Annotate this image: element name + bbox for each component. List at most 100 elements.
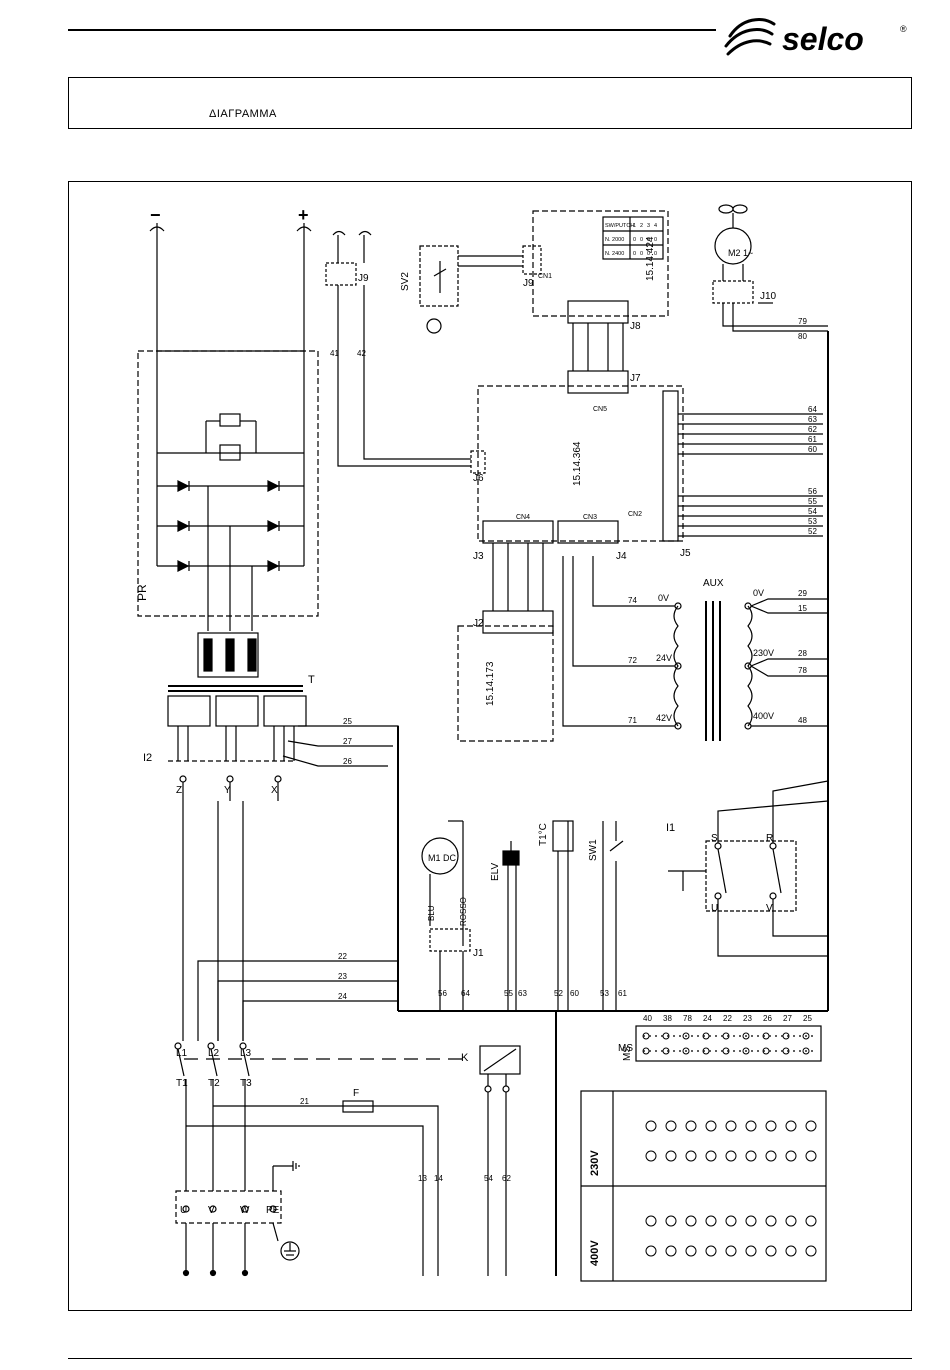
label-aux: AUX — [703, 578, 724, 589]
wire-label: 53 — [600, 989, 609, 998]
selector-i2 — [168, 760, 293, 1041]
terminal-screw — [785, 1150, 797, 1162]
label-pr: PR — [135, 584, 149, 601]
wire-label: 54 — [484, 1174, 493, 1183]
terminal-screw — [745, 1245, 757, 1257]
wire-label: 56 — [808, 487, 817, 496]
cn-label: CN4 — [516, 514, 530, 521]
thermostat-t1c — [552, 820, 574, 1011]
footer-rule — [68, 1358, 912, 1359]
terminal-screw — [745, 1215, 757, 1227]
terminal-screw — [705, 1150, 717, 1162]
label-t3: T3 — [240, 1078, 252, 1089]
terminal-screw — [665, 1120, 677, 1132]
wire-label: 61 — [808, 435, 817, 444]
table-cell: 0 — [640, 237, 643, 243]
transformer-t — [167, 611, 307, 761]
mains-input — [174, 1042, 468, 1276]
terminal-screw — [805, 1120, 817, 1132]
wire-label: 56 — [438, 989, 447, 998]
label-i2: I2 — [143, 752, 152, 764]
terminal-screw — [665, 1150, 677, 1162]
contactor-k — [479, 1045, 521, 1276]
terminal-screw — [782, 1047, 790, 1055]
table-head: 3 — [647, 223, 650, 229]
table-cell: 0 — [633, 237, 636, 243]
label-rosso: ROSSO — [459, 897, 468, 926]
cn-label: CN3 — [583, 514, 597, 521]
label-sv2: SV2 — [400, 272, 411, 291]
terminal-screw — [725, 1150, 737, 1162]
label-plus: + — [298, 205, 309, 225]
wire-label: 23 — [338, 972, 347, 981]
terminal-screw — [725, 1120, 737, 1132]
terminal-screw — [662, 1047, 670, 1055]
wire-label: 52 — [808, 527, 817, 536]
terminal-screw — [765, 1120, 777, 1132]
label-z: Z — [176, 785, 182, 796]
terminal-screw — [642, 1032, 650, 1040]
wire-label: 28 — [798, 649, 807, 658]
table-cell: N. 2400 — [605, 251, 624, 257]
label-config-400: 400V — [589, 1240, 601, 1266]
terminal-screw — [745, 1150, 757, 1162]
fan-m2 — [712, 204, 828, 332]
valve-elv — [502, 841, 520, 1011]
label-j3: J3 — [473, 551, 484, 562]
ms-config-box — [580, 1090, 827, 1282]
wire-label: 62 — [808, 425, 817, 434]
label-j10: J10 — [760, 291, 777, 302]
label-board-364: 15.14.364 — [572, 441, 583, 486]
terminal-screw — [665, 1245, 677, 1257]
table-cell: 0 — [654, 237, 657, 243]
table-cell: 0 — [654, 251, 657, 257]
wire-label: 41 — [330, 349, 339, 358]
terminal-screw — [785, 1215, 797, 1227]
terminal-screw — [705, 1120, 717, 1132]
table-cell: 0 — [647, 237, 650, 243]
wire-label: 52 — [554, 989, 563, 998]
wire-label: 71 — [628, 716, 637, 725]
label-v: V — [208, 1205, 215, 1216]
wire-label: 25 — [803, 1014, 812, 1023]
board-15-14-424 — [522, 210, 669, 324]
title-box: ΔΙΑΓΡΑΜΜΑ — [68, 77, 912, 129]
label-elv: ELV — [490, 863, 501, 881]
terminal-screw — [805, 1150, 817, 1162]
label-j7: J7 — [630, 373, 641, 384]
terminal-screw — [805, 1245, 817, 1257]
label-aux-400v: 400V — [753, 711, 774, 721]
selco-logo: selco ® — [724, 18, 907, 57]
main-bus — [397, 331, 829, 1276]
logo-registered: ® — [900, 24, 907, 34]
wire-label: 24 — [338, 992, 347, 1001]
label-u: U — [180, 1205, 187, 1216]
label-i1: I1 — [666, 822, 675, 834]
table-head: 2 — [640, 223, 643, 229]
label-j8: J8 — [630, 321, 641, 332]
label-f: F — [353, 1088, 359, 1099]
terminal-screw — [765, 1245, 777, 1257]
label-l2: L2 — [208, 1048, 220, 1059]
label-aux-230v: 230V — [753, 648, 774, 658]
terminal-screw — [725, 1245, 737, 1257]
label-m1: M1 DC — [428, 853, 457, 863]
wiring-diagram: PR T I2 I1 AUX MS K F 15.14.424 15.14.36… — [135, 204, 829, 1282]
terminal-screw — [785, 1120, 797, 1132]
motor-m1 — [421, 820, 471, 1011]
terminal-screw — [725, 1215, 737, 1227]
terminal-screw — [662, 1032, 670, 1040]
wire-label: 78 — [683, 1014, 692, 1023]
wire-label: 14 — [434, 1174, 443, 1183]
table-cell: N. 2000 — [605, 237, 624, 243]
terminal-strip-ms — [635, 1025, 822, 1062]
switch-sw1 — [602, 821, 624, 1011]
wire-label: 72 — [628, 656, 637, 665]
board-15-14-173 — [457, 610, 554, 742]
terminal-screw — [802, 1032, 810, 1040]
label-k: K — [461, 1052, 469, 1064]
wire-label: 29 — [798, 589, 807, 598]
rectifier-pr — [137, 350, 319, 617]
diode-icon — [177, 480, 280, 572]
label-t2: T2 — [208, 1078, 220, 1089]
